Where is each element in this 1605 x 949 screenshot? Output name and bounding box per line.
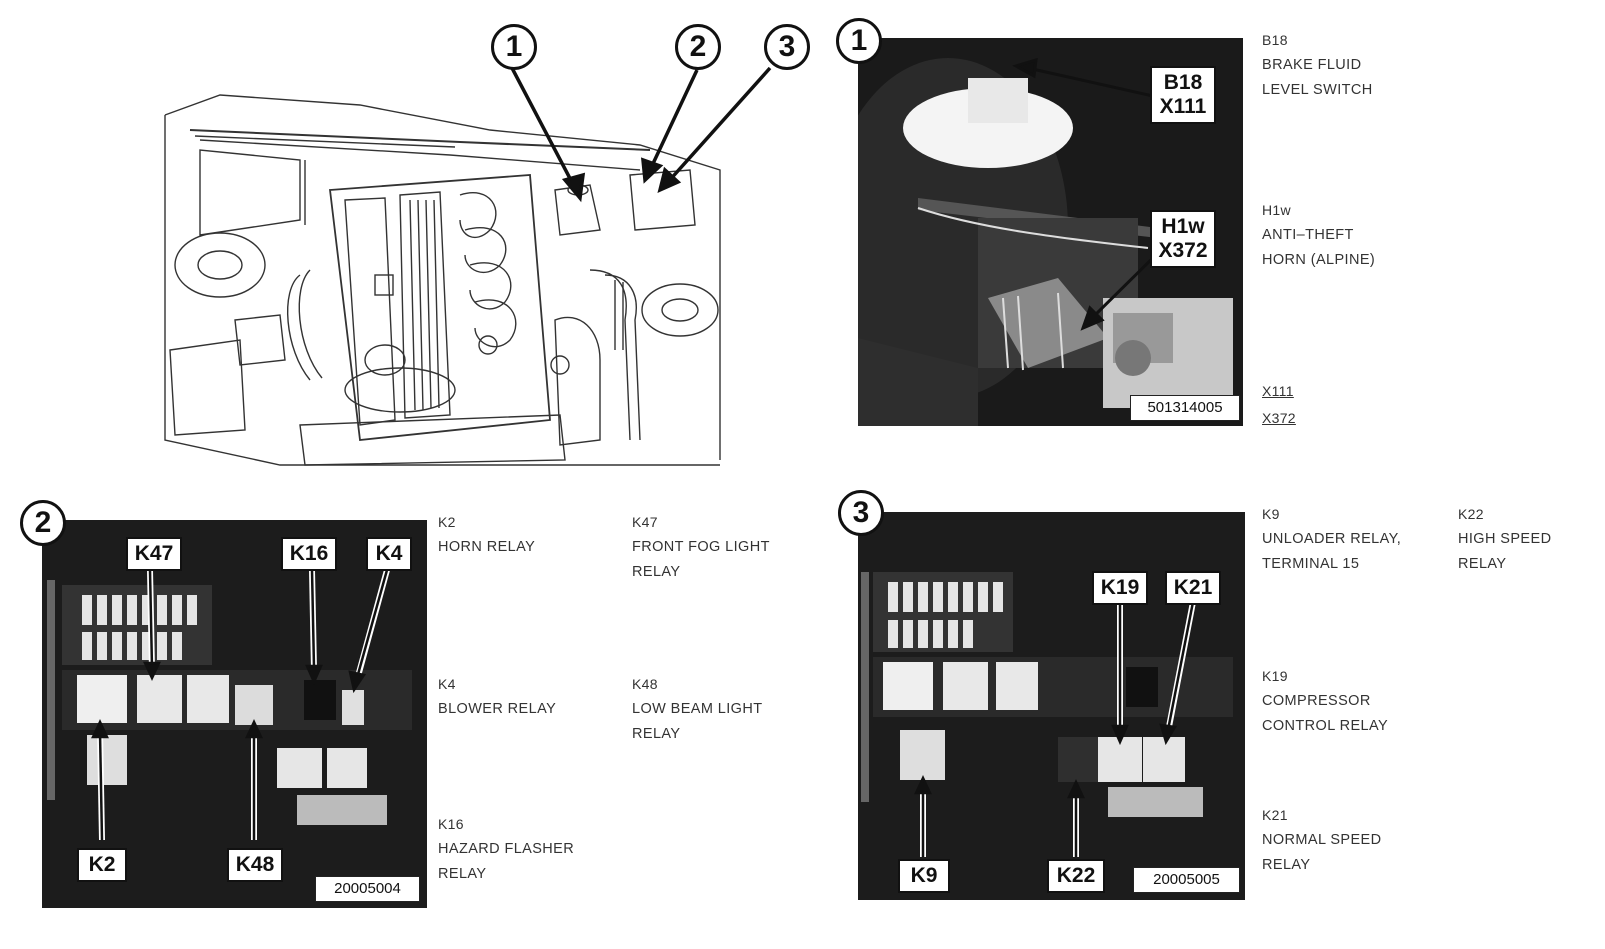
- tag-k2: K2: [77, 848, 127, 882]
- tag-k16: K16: [281, 537, 337, 571]
- engine-callout-3: 3: [764, 24, 810, 70]
- tag-h1w-x372: H1w X372: [1150, 210, 1216, 268]
- legend-k4: K4 BLOWER RELAY: [438, 672, 556, 722]
- legend-code: H1w: [1262, 202, 1291, 218]
- legend-k21: K21 NORMAL SPEED RELAY: [1262, 803, 1381, 878]
- legend-code: K47: [632, 514, 658, 530]
- photo-2-scene: [42, 520, 427, 908]
- legend-text: RELAY: [1262, 857, 1311, 873]
- connector-x372: X372: [1262, 410, 1296, 426]
- tag-k47: K47: [126, 537, 182, 571]
- tag-k4: K4: [366, 537, 412, 571]
- legend-k48: K48 LOW BEAM LIGHT RELAY: [632, 672, 762, 747]
- tag-x372: X372: [1158, 239, 1208, 262]
- photo-id-3: 20005005: [1133, 867, 1240, 893]
- tag-k19: K19: [1092, 571, 1148, 605]
- legend-k22: K22 HIGH SPEED RELAY: [1458, 502, 1551, 577]
- tag-k48: K48: [227, 848, 283, 882]
- legend-k16: K16 HAZARD FLASHER RELAY: [438, 812, 574, 887]
- legend-text: NORMAL SPEED: [1262, 832, 1382, 848]
- tag-k9: K9: [898, 859, 950, 893]
- legend-text: COMPRESSOR: [1262, 693, 1371, 709]
- photo-1-scene: [858, 38, 1243, 426]
- legend-k9: K9 UNLOADER RELAY, TERMINAL 15: [1262, 502, 1401, 577]
- legend-text: CONTROL RELAY: [1262, 718, 1389, 734]
- legend-text: BRAKE FLUID: [1262, 57, 1362, 73]
- engine-callout-1: 1: [491, 24, 537, 70]
- legend-text: BLOWER RELAY: [438, 701, 557, 717]
- photo-panel-3: [858, 512, 1245, 900]
- tag-k21: K21: [1165, 571, 1221, 605]
- panel-3-number: 3: [838, 490, 884, 536]
- engine-callout-2: 2: [675, 24, 721, 70]
- legend-code: K2: [438, 514, 456, 530]
- legend-code: K4: [438, 676, 456, 692]
- legend-code: K48: [632, 676, 658, 692]
- legend-text: HAZARD FLASHER: [438, 841, 575, 857]
- legend-text: HIGH SPEED: [1458, 531, 1552, 547]
- legend-text: RELAY: [438, 866, 487, 882]
- tag-b18: B18: [1163, 71, 1203, 94]
- photo-panel-2: [42, 520, 427, 908]
- legend-text: ANTI–THEFT: [1262, 227, 1354, 243]
- legend-text: TERMINAL 15: [1262, 556, 1360, 572]
- legend-b18: B18 BRAKE FLUID LEVEL SWITCH: [1262, 28, 1373, 103]
- legend-code: K19: [1262, 668, 1288, 684]
- photo-id-2: 20005004: [315, 876, 420, 902]
- legend-h1w: H1w ANTI–THEFT HORN (ALPINE): [1262, 198, 1375, 273]
- legend-k19: K19 COMPRESSOR CONTROL RELAY: [1262, 664, 1388, 739]
- engine-bay-drawing: [164, 66, 772, 466]
- photo-panel-1: [858, 38, 1243, 426]
- tag-k22: K22: [1047, 859, 1105, 893]
- legend-text: RELAY: [632, 564, 681, 580]
- legend-text: HORN RELAY: [438, 539, 536, 555]
- panel-1-number: 1: [836, 18, 882, 64]
- legend-code: K21: [1262, 807, 1288, 823]
- legend-code: K22: [1458, 506, 1484, 522]
- legend-code: K9: [1262, 506, 1280, 522]
- legend-text: LEVEL SWITCH: [1262, 82, 1373, 98]
- legend-text: FRONT FOG LIGHT: [632, 539, 770, 555]
- tag-b18-x111: B18 X111: [1150, 66, 1216, 124]
- legend-text: RELAY: [1458, 556, 1507, 572]
- panel-2-number: 2: [20, 500, 66, 546]
- tag-x111: X111: [1159, 95, 1207, 118]
- legend-text: HORN (ALPINE): [1262, 252, 1376, 268]
- connector-refs: X111 X372: [1262, 378, 1296, 432]
- legend-k47: K47 FRONT FOG LIGHT RELAY: [632, 510, 770, 585]
- legend-text: UNLOADER RELAY,: [1262, 531, 1402, 547]
- legend-code: B18: [1262, 32, 1288, 48]
- photo-id-1: 501314005: [1130, 395, 1240, 421]
- legend-text: RELAY: [632, 726, 681, 742]
- connector-x111: X111: [1262, 383, 1294, 399]
- tag-h1w: H1w: [1161, 215, 1205, 238]
- legend-text: LOW BEAM LIGHT: [632, 701, 763, 717]
- legend-k2: K2 HORN RELAY: [438, 510, 535, 560]
- legend-code: K16: [438, 816, 464, 832]
